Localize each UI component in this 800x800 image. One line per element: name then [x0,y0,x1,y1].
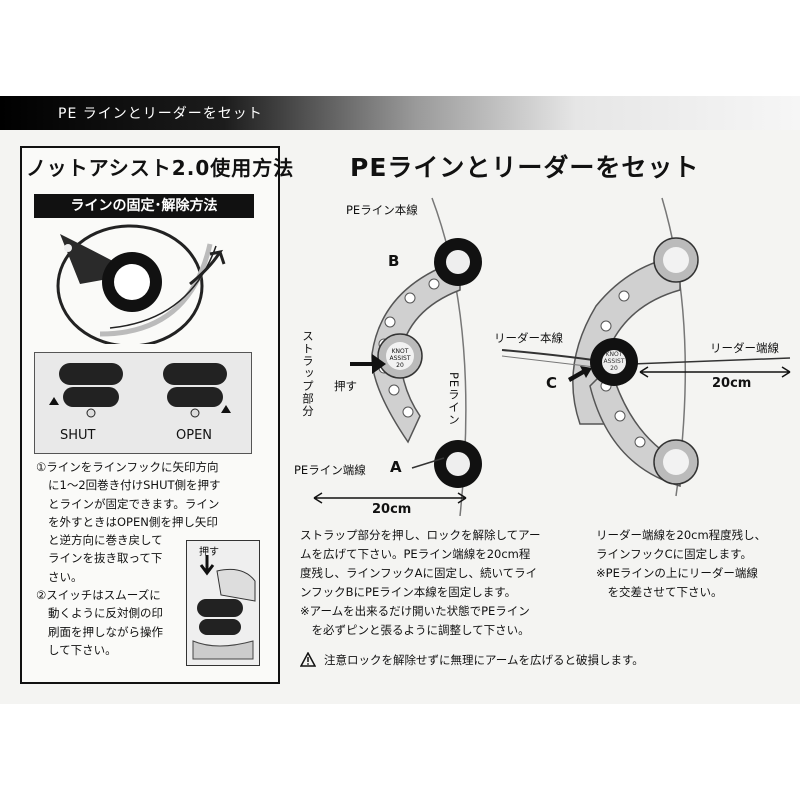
arm-hole [614,410,626,422]
distance-arrow [313,492,467,504]
arm-hole [600,320,612,332]
open-label: OPEN [176,428,213,443]
header-banner [0,96,800,130]
shut-pin [86,408,96,418]
arm-hole [384,316,396,328]
description-line: を交差させて下さい。 [596,585,723,599]
shut-roller-top [59,363,123,385]
arm-hole [404,292,416,304]
knob-text: KNOT ASSIST 20 [389,348,411,369]
hand-icon [192,640,254,660]
hook-a-2-face [663,449,689,475]
description-line: リーダー端線を20cm程度残し、 [596,528,767,542]
c-arrow-icon [568,366,592,382]
arm-hole [618,290,630,302]
hook-a-face [446,452,470,476]
description-line: ラインフックCに固定します。 [596,547,753,561]
description-line: ンフックBにPEライン本線を固定します。 [300,585,517,599]
pe-line-label: PEライン [447,372,461,426]
hook-b-2-face [663,247,689,273]
press-illustration: 押す [186,540,260,666]
press-label: 押す [199,547,219,558]
hook-knob-face [114,264,150,300]
press-label-main: 押す [334,379,357,393]
instruction-line: ①ラインをラインフックに矢印方向 [36,460,219,474]
direction-arrow-icon [189,249,226,286]
label-a: A [390,458,402,476]
press-drawing [192,555,256,660]
description-right: リーダー端線を20cm程度残し、 ラインフックCに固定します。 ※PEラインの上… [596,526,766,602]
line-outline [109,245,217,329]
pe-line-end-label: PEライン端線 [294,463,366,477]
instruction-line: 動くように反対側の印 [48,606,163,621]
open-arrow-icon [221,405,231,413]
usage-subtitle: ラインの固定･解除方法 [34,194,254,218]
instruction-line: ②スイッチはスムーズに [36,588,161,602]
pe-main-line-label: PEライン本線 [346,203,418,217]
line-hook-illustration [56,224,226,344]
main-title: PEラインとリーダーをセット [350,153,700,182]
instruction-line: 刷面を押しながら操作 [48,624,163,639]
instruction-line: に1～2回巻き付けSHUT側を押す [48,478,221,493]
hook-ring [56,224,204,344]
distance-arrow-2 [639,366,791,378]
instructions-2: ②スイッチはスムーズに 動くように反対側の印 刷面を押しながら操作 して下さい。 [36,586,186,659]
press-arrow-icon [199,555,215,576]
line-path [99,243,213,337]
label-c: C [546,374,558,392]
leader-main-line-label: リーダー本線 [494,331,563,345]
description-line: を必ずピンと張るように調整して下さい。 [300,623,530,637]
description-line: ※PEラインの上にリーダー端線 [596,566,758,580]
description-line: ムを広げて下さい。PEライン端線を20cm程 [300,547,531,561]
switch-drawing [49,363,231,418]
center-knob-face [386,342,414,370]
arm-right-upper [572,255,681,425]
label-b: B [388,252,400,270]
hook-c-face [602,350,626,374]
diagrams [313,197,791,516]
arm-hole [428,278,440,290]
distance-label-2: 20cm [712,376,752,391]
warning-icon [300,652,316,667]
instruction-line: して下さい。 [48,642,117,657]
hook-b-face [446,250,470,274]
description-line: ストラップ部分を押し、ロックを解除してアー [300,528,541,542]
description-left: ストラップ部分を押し、ロックを解除してアー ムを広げて下さい。PEライン端線を2… [300,526,540,640]
pe-end-line [411,457,445,469]
instruction-line: と逆方向に巻き戻して [48,533,163,548]
arm-hole [388,384,400,396]
arm-hole [634,436,646,448]
instruction-line: ラインを抜き取って下 [48,551,163,566]
leader-end-line [631,357,791,365]
roller-top [197,599,243,617]
header-title: PE ラインとリーダーをセット [58,106,263,122]
open-pin [190,408,200,418]
strap-part-label: ストラップ部分 [301,330,315,418]
open-roller-bottom [167,387,223,407]
shut-roller-bottom [63,387,119,407]
instruction-line: を外すときはOPEN側を押し矢印 [48,514,218,529]
instruction-line: とラインが固定できます。ライン [48,496,220,511]
instructions-1: ①ラインをラインフックに矢印方向 に1～2回巻き付けSHUT側を押す とラインが… [36,458,272,586]
finger-icon [216,568,256,602]
hook-hole [64,244,72,252]
shut-arrow-icon [49,397,59,405]
roller-bottom [199,619,241,635]
knob-text-c: KNOT ASSIST 20 [603,351,625,372]
leader-end-line-label: リーダー端線 [710,341,779,355]
shut-label: SHUT [60,428,96,443]
distance-label: 20cm [372,502,412,517]
press-arrow-icon [350,354,386,374]
arm-hole [402,406,414,418]
usage-title: ノットアシスト2.0使用方法 [26,156,295,180]
description-line: 度残し、ラインフックAに固定し、続いてライ [300,566,538,580]
switch-illustration [34,352,252,454]
caution-text: 注意ロックを解除せずに無理にアームを広げると破損します。 [324,653,644,667]
open-roller-top [163,363,227,385]
instruction-line: さい。 [48,569,83,584]
description-line: ※アームを出来るだけ開いた状態でPEライン [300,604,530,618]
